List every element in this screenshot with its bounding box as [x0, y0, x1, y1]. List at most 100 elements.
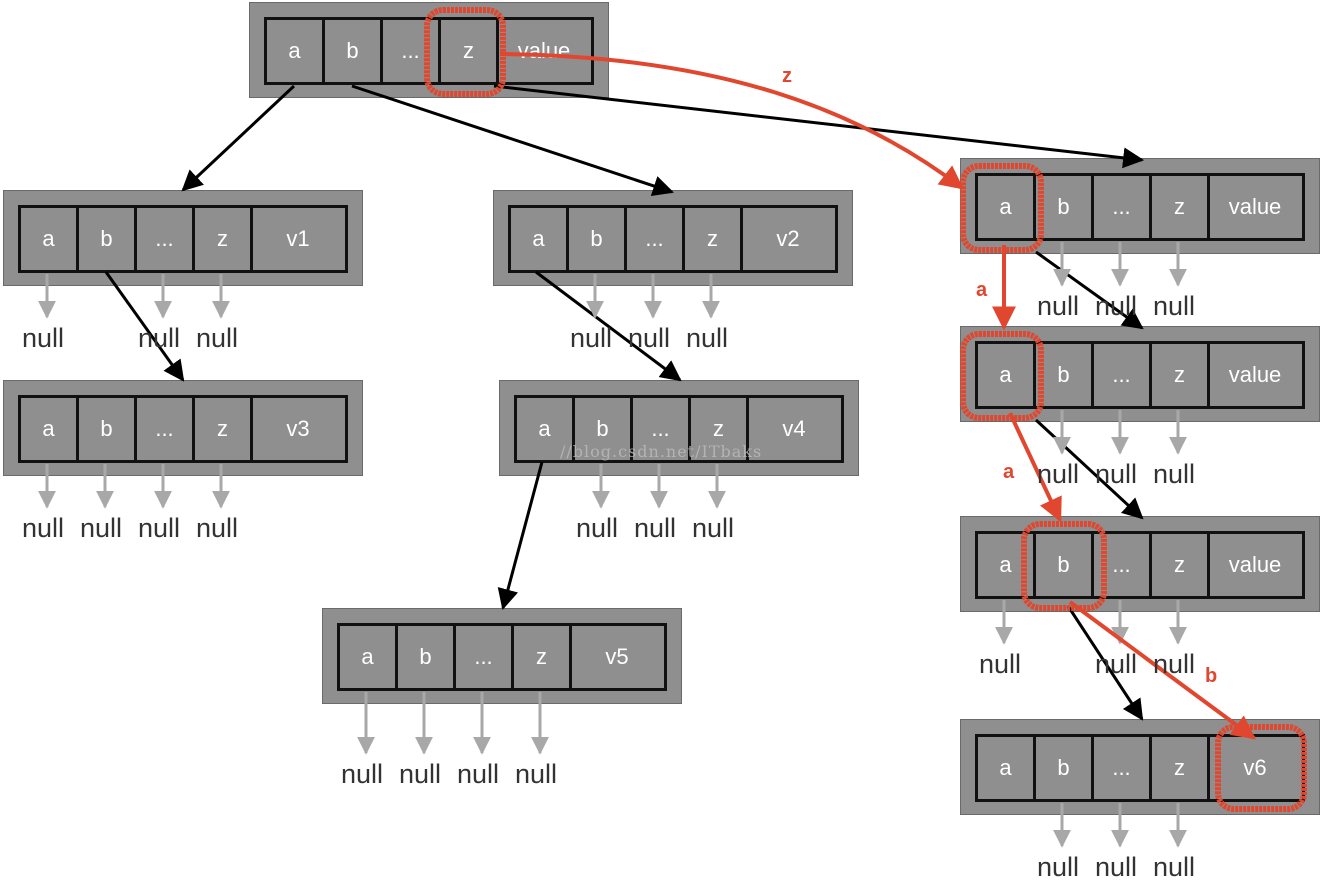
child-slot-cell: ... — [1094, 534, 1152, 596]
child-slot-cell: a — [978, 737, 1036, 799]
child-slot-cell: ... — [1094, 176, 1152, 238]
null-label: null — [1153, 852, 1196, 882]
null-label: null — [634, 513, 677, 543]
child-slot-cell: a — [517, 398, 575, 460]
child-slot-cell: a — [511, 208, 569, 270]
child-edge-arrow — [497, 461, 544, 611]
null-label: null — [1037, 291, 1080, 321]
child-slot-cell: a — [267, 20, 325, 82]
search-path-label: b — [1205, 665, 1218, 687]
null-label: null — [979, 649, 1022, 679]
child-slot-cell: ... — [633, 398, 691, 460]
child-edge-arrow — [535, 270, 682, 382]
child-slot-cell: ... — [456, 626, 514, 688]
search-path-edge — [1008, 412, 1062, 523]
null-label: null — [628, 323, 671, 353]
watermark: //blog.csdn.net/ITbaks — [560, 442, 763, 461]
child-slot-cell: z — [1152, 176, 1210, 238]
child-slot-cell: z — [1152, 344, 1210, 406]
child-slot-cell: b — [575, 398, 633, 460]
child-slot-cell: b — [1036, 534, 1094, 596]
child-slot-cell: z — [514, 626, 572, 688]
child-slot-cell: ... — [1094, 344, 1152, 406]
null-label: null — [196, 513, 239, 543]
child-slot-cell: b — [1036, 176, 1094, 238]
null-label: null — [1095, 649, 1138, 679]
null-label: null — [1153, 649, 1196, 679]
null-label: null — [399, 759, 442, 789]
null-label: null — [22, 513, 65, 543]
child-slot-cell: z — [1152, 534, 1210, 596]
null-label: null — [1095, 291, 1138, 321]
child-slot-cell: a — [21, 208, 79, 270]
child-slot-cell: b — [569, 208, 627, 270]
value-cell: value — [1228, 362, 1282, 387]
null-label: null — [515, 759, 558, 789]
child-slot-cell: b — [1036, 344, 1094, 406]
value-cell: v6 — [1243, 755, 1267, 780]
value-cell: value — [1228, 194, 1282, 219]
child-edge-arrow — [104, 271, 185, 382]
child-slot-cell: a — [978, 534, 1036, 596]
child-slot-cell: b — [1036, 737, 1094, 799]
child-slot-cell: z — [195, 208, 253, 270]
child-slot-cell: ... — [627, 208, 685, 270]
value-cell: value — [1228, 552, 1282, 577]
child-slot-cell: b — [398, 626, 456, 688]
highlight-ring — [960, 163, 1044, 253]
search-path-edge — [499, 52, 964, 190]
null-label: null — [80, 513, 123, 543]
child-slot-cell: ... — [137, 398, 195, 460]
value-cell: v4 — [782, 416, 806, 441]
null-label: null — [570, 323, 613, 353]
null-label: null — [457, 759, 500, 789]
child-edge-arrow — [1034, 418, 1144, 520]
child-slot-cell: z — [1152, 737, 1210, 799]
child-slot-cell: a — [340, 626, 398, 688]
child-slot-cell: z — [441, 20, 499, 82]
highlight-ring — [1215, 724, 1307, 812]
child-slot-cell: a — [978, 176, 1036, 238]
null-label: null — [341, 759, 384, 789]
child-edge-arrow — [351, 84, 674, 197]
null-label: null — [1153, 459, 1196, 489]
highlight-ring — [1021, 521, 1107, 611]
child-slot-cell: z — [195, 398, 253, 460]
highlight-ring — [960, 331, 1044, 421]
child-slot-cell: a — [978, 344, 1036, 406]
child-slot-cell: ... — [383, 20, 441, 82]
null-label: null — [686, 323, 729, 353]
null-label: null — [196, 323, 239, 353]
null-label: null — [138, 513, 181, 543]
null-label: null — [1037, 852, 1080, 882]
null-label: null — [138, 323, 181, 353]
null-label: null — [1095, 459, 1138, 489]
null-label: null — [692, 513, 735, 543]
child-slot-cell: a — [21, 398, 79, 460]
child-slot-cell: ... — [137, 208, 195, 270]
child-slot-cell: b — [325, 20, 383, 82]
search-path-edge — [1068, 600, 1256, 740]
child-edge-arrow — [1066, 605, 1144, 721]
null-label: null — [22, 323, 65, 353]
highlight-ring — [424, 7, 506, 97]
value-cell: v1 — [286, 226, 310, 251]
value-cell: value — [517, 38, 571, 63]
value-cell: v2 — [776, 226, 800, 251]
child-edge-arrow — [1035, 250, 1144, 330]
child-edge-arrow — [181, 84, 296, 192]
null-label: null — [1037, 459, 1080, 489]
value-cell: v3 — [286, 416, 310, 441]
null-label: null — [576, 513, 619, 543]
child-slot-cell: z — [685, 208, 743, 270]
search-path-label: a — [1003, 461, 1015, 483]
